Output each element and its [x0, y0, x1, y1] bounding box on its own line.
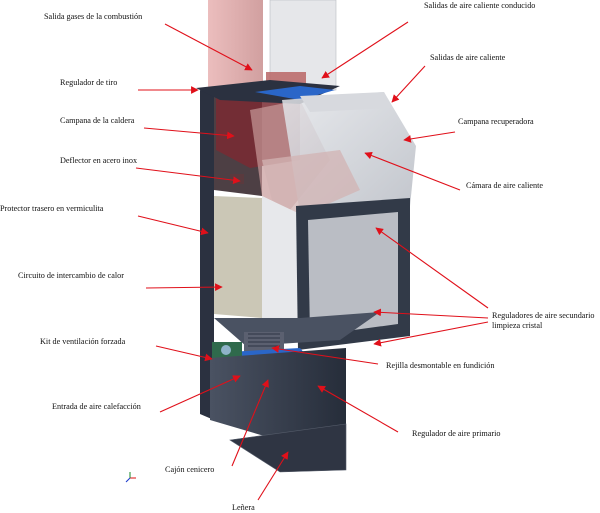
label-salidas-aire: Salidas de aire caliente	[430, 53, 506, 62]
callout-arrows	[135, 21, 489, 501]
recovery-hood-top	[300, 92, 392, 112]
arrow-kit-ventilacion	[155, 345, 213, 362]
arrow-reguladores-2	[373, 308, 489, 319]
arrow-salidas-aire	[391, 65, 426, 103]
arrow-protector-trasero	[137, 215, 209, 236]
arrow-lenera	[257, 451, 289, 501]
arrow-campana-caldera	[143, 127, 235, 140]
label-lenera: Leñera	[232, 503, 255, 512]
label-camara-aire: Cámara de aire caliente	[466, 181, 544, 190]
label-circuito: Circuito de intercambio de calor	[18, 271, 124, 280]
arrow-rejilla	[271, 345, 379, 365]
label-protector-trasero: Protector trasero en vermiculita	[0, 204, 104, 213]
label-reguladores-secundario-1: Reguladores de aire secundario	[492, 311, 595, 320]
arrow-camara-aire	[364, 151, 461, 191]
label-entrada-aire: Entrada de aire calefacción	[52, 402, 141, 411]
fireplace-illustration	[125, 0, 416, 483]
exchange-circuit	[262, 196, 300, 330]
label-salida-gases: Salida gases de la combustión	[44, 12, 143, 21]
label-deflector: Deflector en acero inox	[60, 156, 138, 165]
label-rejilla: Rejilla desmontable en fundición	[386, 361, 495, 370]
fan-motor	[221, 345, 231, 355]
stove-back-body	[200, 90, 214, 420]
label-kit-ventilacion: Kit de ventilación forzada	[40, 337, 126, 346]
heat-chamber	[262, 150, 360, 218]
top-plate-blue	[255, 86, 335, 100]
arrow-reguladores-3	[373, 321, 489, 347]
arrow-entrada-aire	[159, 375, 241, 413]
label-cajon: Cajón cenicero	[165, 465, 215, 474]
arrow-circuito	[145, 283, 223, 291]
label-regulador-primario: Regulador de aire primario	[412, 429, 501, 438]
label-salidas-conducido: Salidas de aire caliente conducido	[424, 1, 536, 10]
arrow-reguladores-1	[375, 227, 489, 309]
arrow-salidas-conducido	[321, 21, 409, 79]
wood-store-floor	[229, 423, 347, 473]
flue-pipe-gases	[208, 0, 263, 96]
deflector-slot	[230, 174, 244, 184]
arrow-regulador-primario	[317, 385, 399, 433]
arrow-cajon	[231, 379, 269, 467]
label-campana-recuperadora: Campana recuperadora	[458, 117, 534, 126]
arrow-salida-gases	[164, 23, 253, 71]
label-reguladores-secundario-2: limpieza cristal	[492, 321, 543, 330]
arrow-deflector	[135, 167, 241, 184]
label-regulador-tiro: Regulador de tiro	[60, 78, 118, 87]
door-glass	[308, 212, 398, 336]
label-campana-caldera: Campana de la caldera	[60, 116, 135, 125]
arrow-campana-recuperadora	[403, 131, 456, 143]
vermiculite-panel	[214, 196, 262, 318]
axis-gizmo-icon	[125, 472, 136, 483]
